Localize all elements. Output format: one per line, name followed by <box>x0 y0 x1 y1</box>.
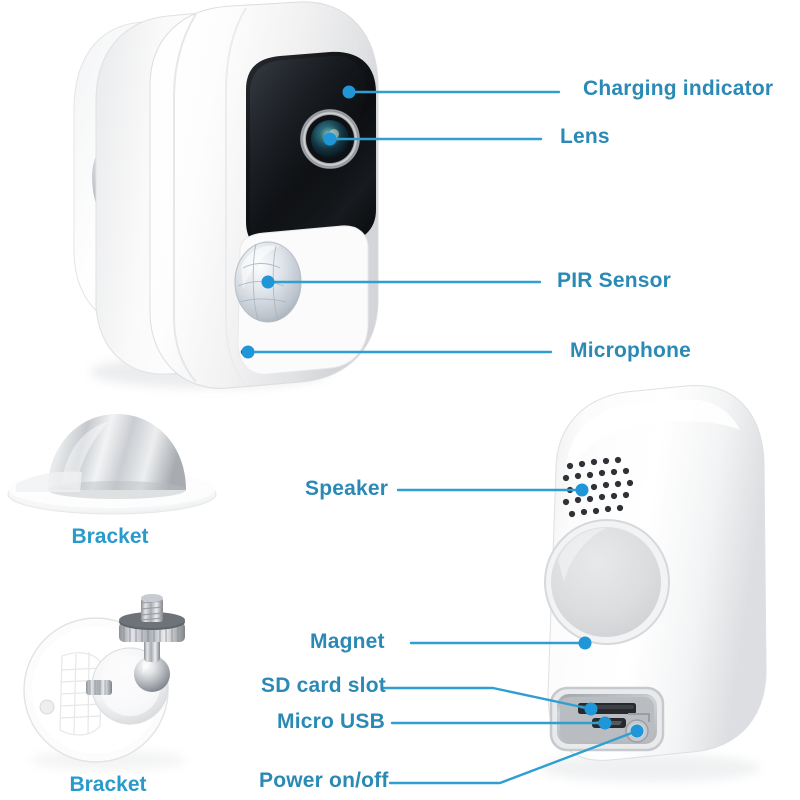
camera-front-assembly <box>73 1 379 389</box>
callout-label-magnet: Magnet <box>310 630 385 653</box>
camera-back-shadow <box>540 754 760 782</box>
callout-leader-lines <box>246 90 639 785</box>
magnet-recess <box>544 519 670 645</box>
callout-label-lens: Lens <box>560 125 610 148</box>
bracket-screw-hole <box>39 699 55 715</box>
dome-bracket <box>7 414 217 515</box>
anchor-dot-speaker <box>575 483 589 497</box>
callout-label-charging-indicator: Charging indicator <box>583 77 774 100</box>
bracket-thumb-nut <box>119 612 185 642</box>
dome-bracket-metal-dome <box>48 414 186 490</box>
body-seam-left <box>173 13 197 383</box>
anchor-dot-magnet <box>578 636 592 650</box>
callout-label-micro-usb: Micro USB <box>277 710 385 733</box>
camera-back-assembly <box>540 384 767 782</box>
part-label-bracket-dome: Bracket <box>71 525 149 548</box>
anchor-dot-microphone <box>241 345 255 359</box>
callout-label-microphone: Microphone <box>570 339 691 362</box>
anchor-dot-sd-card-slot <box>584 702 598 716</box>
callout-label-sd-card-slot: SD card slot <box>261 674 386 697</box>
body-seam-mid <box>225 7 247 387</box>
bracket-side-screw <box>86 680 112 695</box>
anchor-dot-power-on-off <box>630 724 644 738</box>
ball-joint-bracket <box>23 594 186 770</box>
bracket-tripod-screw <box>140 594 164 622</box>
anchor-dot-lens <box>323 132 337 146</box>
callout-label-pir-sensor: PIR Sensor <box>557 269 672 292</box>
leader-line-sd-card-slot <box>381 686 593 711</box>
callout-label-speaker: Speaker <box>305 477 389 500</box>
speaker-grille <box>562 456 634 518</box>
callout-label-power-on-off: Power on/off <box>259 769 389 792</box>
anchor-dot-charging-indicator <box>342 85 356 99</box>
anchor-dot-micro-usb <box>598 716 612 730</box>
leader-line-power-on-off <box>388 729 639 785</box>
part-label-bracket-ball-mount: Bracket <box>69 773 147 796</box>
callout-anchor-dots <box>241 85 644 738</box>
anchor-dot-pir-sensor <box>261 275 275 289</box>
